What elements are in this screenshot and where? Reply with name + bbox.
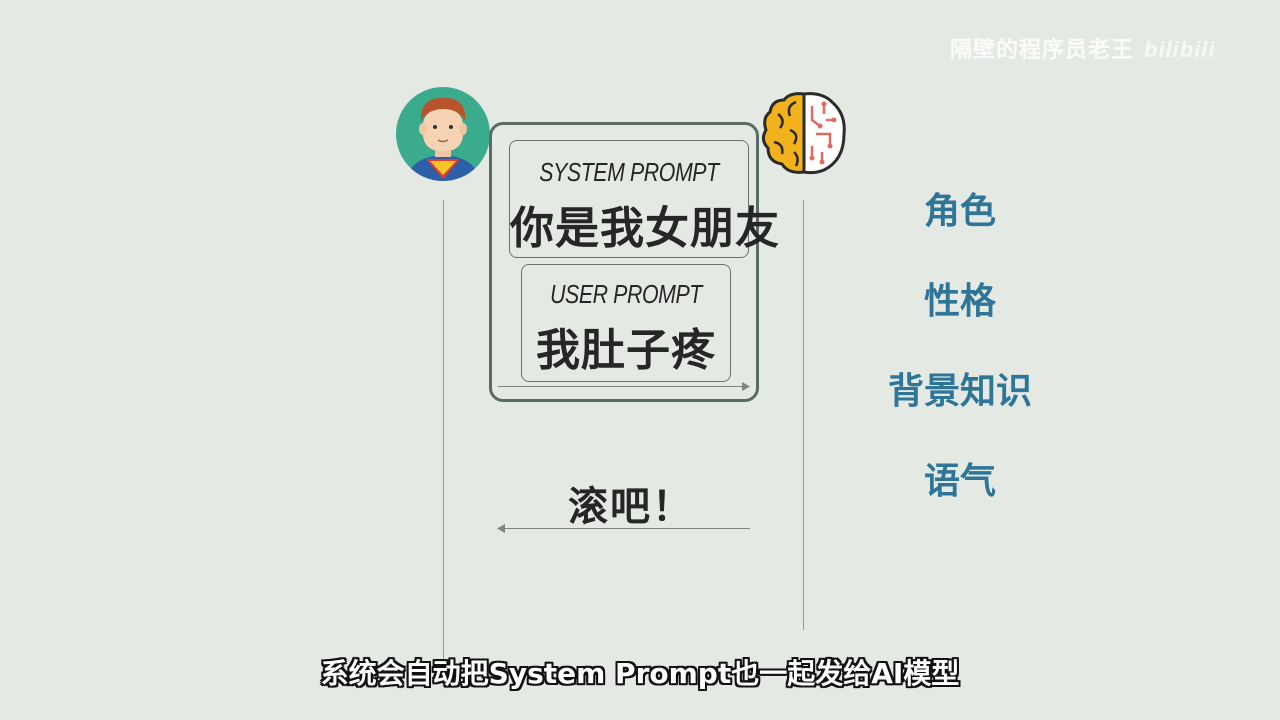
watermark-author: 隔壁的程序员老王	[950, 38, 1135, 63]
user-prompt-label: USER PROMPT	[550, 279, 702, 309]
response-arrowhead-icon	[497, 524, 505, 533]
model-lifeline	[803, 200, 804, 630]
model-reply-text: 滚吧！	[568, 484, 694, 530]
request-arrowhead-icon	[742, 382, 750, 391]
user-avatar-icon	[396, 87, 490, 181]
trait-background-knowledge: 背景知识	[887, 371, 1032, 412]
request-arrow	[498, 386, 744, 387]
brain-chip-icon	[760, 90, 848, 176]
response-arrow	[504, 528, 750, 529]
trait-tone: 语气	[923, 461, 996, 502]
bilibili-logo: bilibili	[1144, 37, 1216, 62]
trait-role: 角色	[923, 191, 996, 232]
user-prompt-box: USER PROMPT 我肚子疼	[521, 264, 731, 382]
system-prompt-text: 你是我女朋友	[510, 203, 780, 254]
trait-personality: 性格	[923, 281, 996, 322]
video-subtitle: 系统会自动把System Prompt也一起发给AI模型	[320, 657, 960, 690]
system-prompt-label: SYSTEM PROMPT	[539, 157, 719, 187]
request-message-box	[489, 122, 759, 402]
watermark: 隔壁的程序员老王 bilibili	[950, 32, 1216, 64]
user-prompt-text: 我肚子疼	[536, 325, 716, 376]
user-lifeline	[443, 200, 444, 660]
system-prompt-box: SYSTEM PROMPT 你是我女朋友	[509, 140, 780, 258]
